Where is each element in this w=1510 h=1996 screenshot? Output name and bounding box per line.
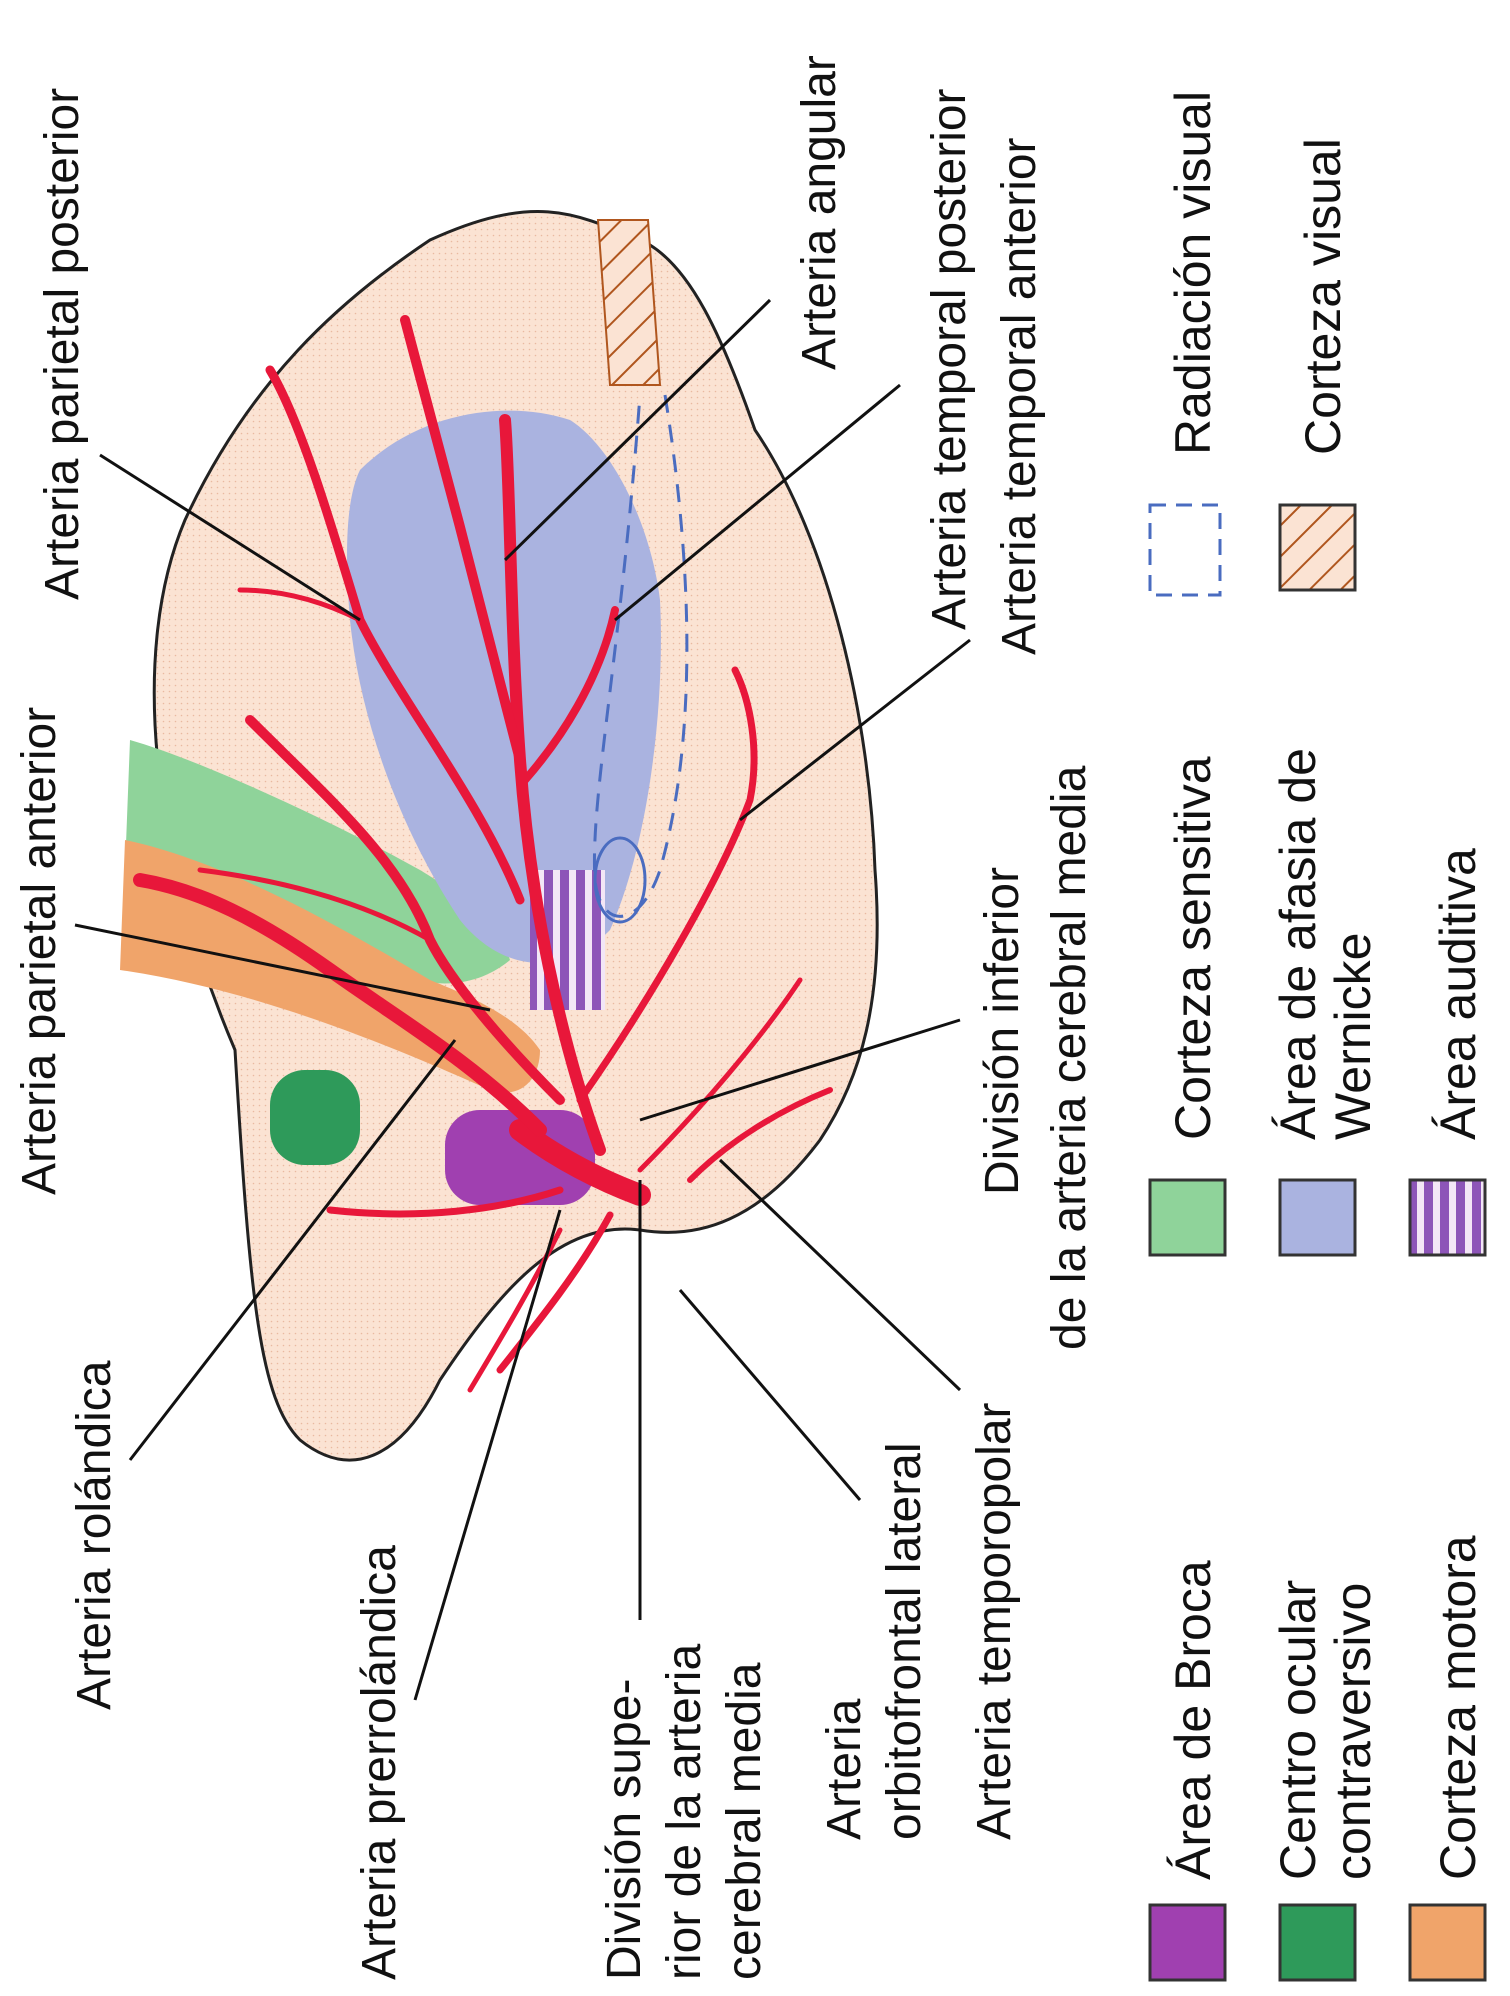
label-temporopolar: Arteria temporopolar — [968, 1402, 1021, 1840]
centro-ocular-region — [270, 1070, 360, 1165]
label-orbitofrontal-2: orbitofrontal lateral — [878, 1442, 931, 1840]
legend-label-corteza-visual: Corteza visual — [1295, 138, 1351, 455]
legend-label-broca: Área de Broca — [1165, 1560, 1221, 1880]
label-division-inferior-2: de la arteria cerebral media — [1043, 765, 1096, 1350]
legend-label-auditiva: Área auditiva — [1430, 848, 1486, 1140]
corteza-visual-region — [598, 220, 660, 385]
label-division-superior-1: División supe- — [598, 1679, 651, 1980]
legend-swatch-corteza-sensitiva — [1150, 1180, 1225, 1255]
legend-swatch-wernicke — [1280, 1180, 1355, 1255]
label-orbitofrontal-1: Arteria — [818, 1698, 871, 1840]
legend-label-wernicke-1: Área de afasia de — [1270, 748, 1326, 1140]
leader-orbitofrontal — [680, 1290, 860, 1500]
legend-label-wernicke-2: Wernicke — [1325, 933, 1381, 1140]
legend-swatch-corteza-motora — [1410, 1905, 1485, 1980]
label-rolandica: Arteria rolándica — [68, 1360, 121, 1710]
legend-swatch-radiacion-visual — [1150, 505, 1220, 595]
label-parietal-anterior: Arteria parietal anterior — [13, 707, 66, 1195]
leader-temporopolar — [720, 1160, 960, 1390]
legend-label-centro-ocular-2: contraversivo — [1325, 1583, 1381, 1880]
label-temporal-posterior: Arteria temporal posterior — [923, 88, 976, 630]
label-division-superior-2: rior de la arteria — [658, 1644, 711, 1980]
legend-label-corteza-sensitiva: Corteza sensitiva — [1165, 756, 1221, 1140]
label-temporal-anterior: Arteria temporal anterior — [993, 137, 1046, 655]
label-angular: Arteria angular — [793, 55, 846, 370]
label-division-inferior-1: División inferior — [976, 867, 1029, 1195]
label-parietal-posterior: Arteria parietal posterior — [36, 88, 89, 600]
legend-label-centro-ocular-1: Centro ocular — [1270, 1580, 1326, 1880]
label-division-superior-3: cerebral media — [718, 1662, 771, 1980]
label-prerrolandica: Arteria prerrolándica — [353, 1545, 406, 1980]
legend-label-corteza-motora: Corteza motora — [1430, 1535, 1486, 1880]
legend-label-radiacion-visual: Radiación visual — [1165, 91, 1221, 455]
legend-swatch-centro-ocular — [1280, 1905, 1355, 1980]
legend-swatch-corteza-visual — [1280, 505, 1355, 590]
legend: Área de Broca Centro ocular contraversiv… — [1150, 91, 1486, 1980]
legend-swatch-broca — [1150, 1905, 1225, 1980]
legend-swatch-auditiva — [1410, 1180, 1485, 1255]
